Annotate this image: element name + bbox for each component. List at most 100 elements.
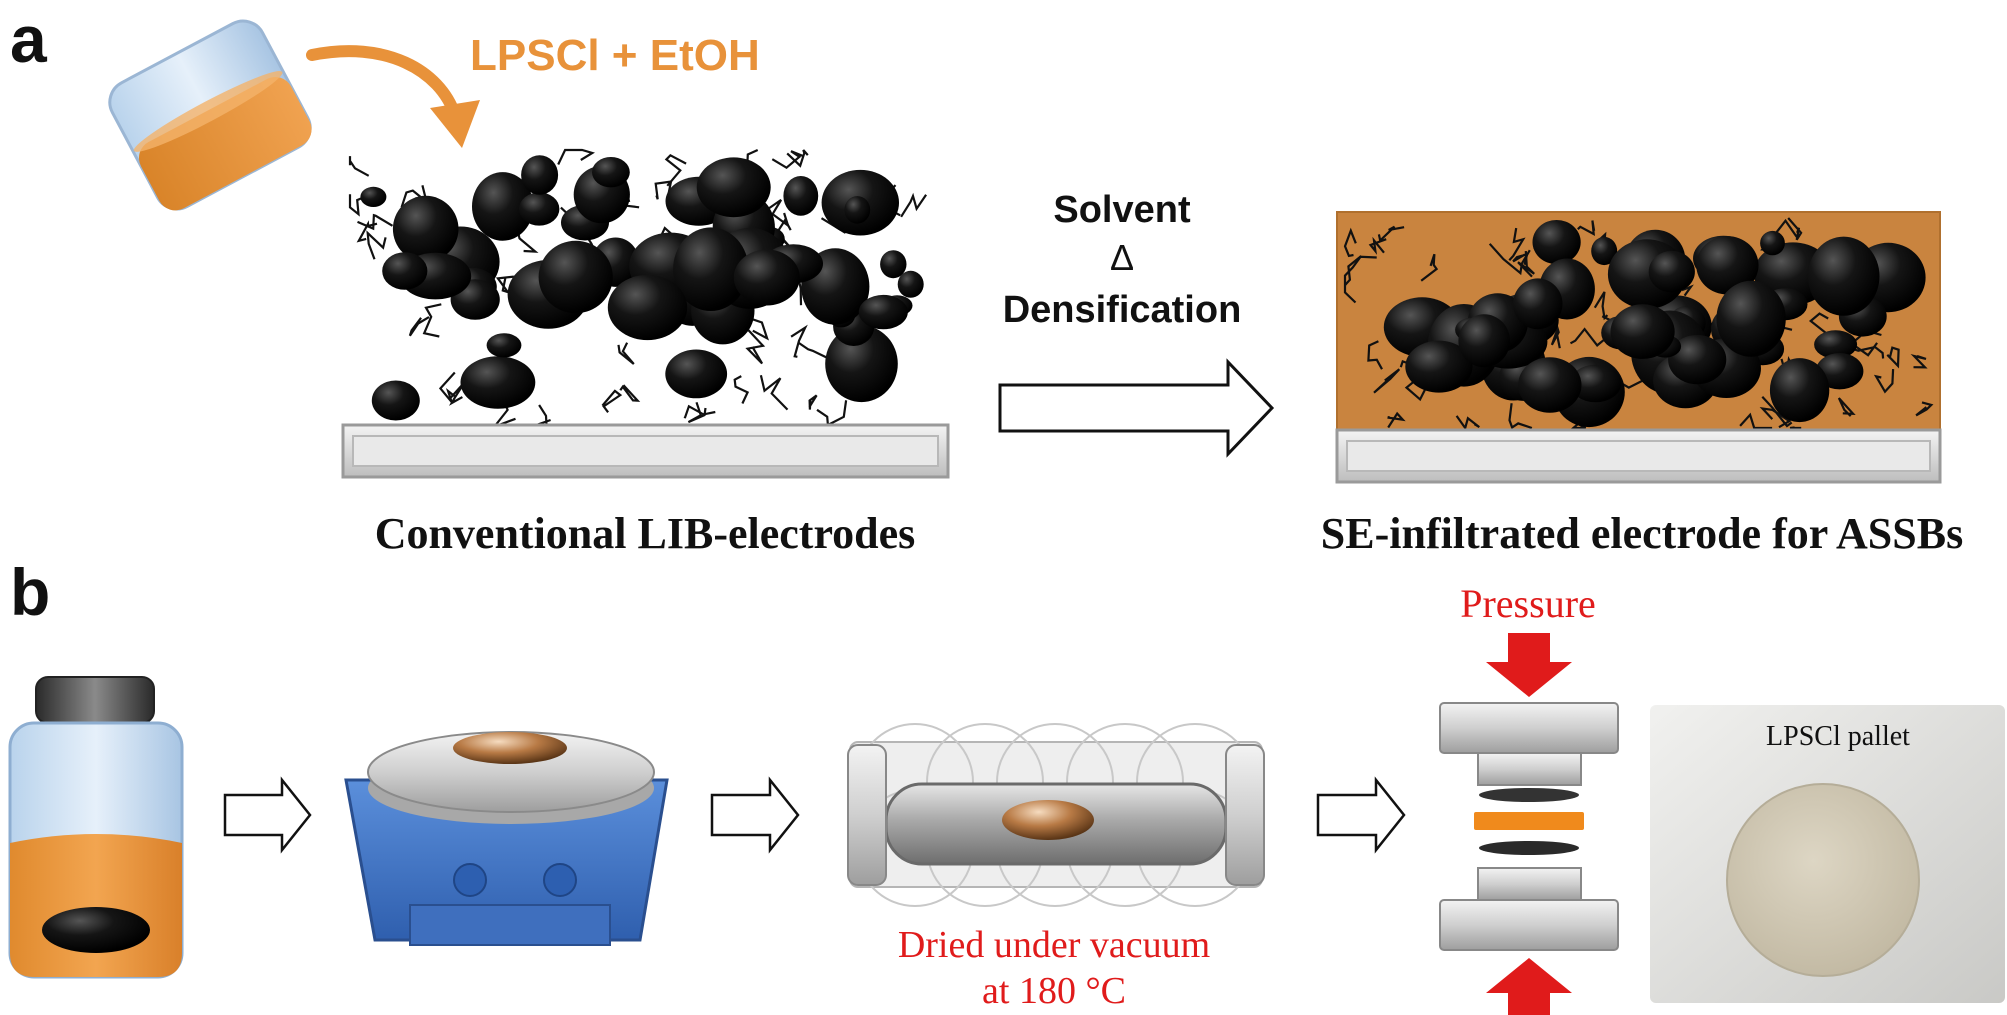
binder-strand [1455, 415, 1480, 431]
step-arrow-2-icon [710, 776, 800, 854]
binder-strand [1886, 346, 1900, 369]
binder-strand [535, 404, 551, 427]
active-particle [382, 252, 428, 290]
active-particle [858, 294, 908, 330]
binder-strand [1569, 327, 1605, 347]
left-caption: Conventional LIB-electrodes [375, 509, 916, 558]
binder-strand [1343, 227, 1357, 258]
binder-strand [1873, 369, 1895, 394]
binder-strand [1368, 236, 1387, 255]
active-particle [1648, 250, 1695, 293]
process-label-solvent: Solvent [1053, 189, 1191, 231]
active-particle [665, 349, 728, 399]
dry-label-line1: Dried under vacuum [898, 924, 1210, 966]
binder-strand [422, 303, 442, 338]
panel-a-letter: a [10, 2, 48, 76]
binder-strand [745, 329, 766, 365]
binder-strand [1837, 397, 1856, 417]
active-particle [1668, 335, 1727, 385]
process-arrow-icon [998, 358, 1275, 458]
step-arrow-3-icon [1316, 776, 1406, 854]
active-particle [1513, 278, 1563, 330]
active-particle [521, 155, 559, 195]
active-particle [1814, 330, 1858, 359]
binder-strand [790, 324, 808, 358]
binder-strand [1508, 403, 1533, 430]
binder-strand [1373, 368, 1401, 394]
binder-strand [448, 381, 466, 406]
step-arrow-1-icon [223, 776, 312, 854]
active-particle [392, 195, 459, 262]
binder-strand [1761, 395, 1793, 428]
active-particle [519, 192, 560, 226]
binder-strand [1915, 401, 1934, 417]
bottle-icon [8, 676, 184, 979]
binder-strand [1517, 251, 1535, 278]
binder-strand [900, 192, 928, 218]
active-particle [592, 157, 630, 188]
conventional-electrode [341, 148, 950, 479]
dry-label-line2: at 180 °C [982, 970, 1126, 1012]
binder-strand [683, 404, 716, 419]
binder-strand [654, 180, 673, 200]
active-particle [538, 240, 613, 314]
binder-strand [1910, 354, 1928, 369]
binder-strand [808, 394, 818, 410]
binder-strand [1344, 255, 1377, 286]
pellet-photo: LPSCl pallet [1650, 705, 2005, 1003]
binder-strand [1787, 217, 1803, 241]
binder-strand [557, 148, 595, 165]
active-particle [472, 172, 534, 241]
pouring-jar-icon [108, 19, 312, 211]
active-particle [897, 270, 924, 298]
binder-strand [1739, 412, 1773, 430]
active-particle [1716, 280, 1786, 357]
binder-strand [1789, 426, 1802, 430]
panel-b-letter: b [10, 555, 50, 629]
binder-strand [1420, 253, 1439, 282]
binder-strand [1377, 225, 1405, 243]
active-particle [1610, 304, 1675, 359]
binder-strand [408, 316, 430, 337]
process-label-densification: Densification [1003, 289, 1242, 331]
active-particle [1518, 357, 1582, 413]
binder-strand [771, 150, 804, 170]
process-label-delta: Δ [1110, 237, 1134, 278]
press-die-icon [1439, 702, 1619, 951]
pressure-arrow-up-icon [1486, 958, 1572, 1015]
active-particles [360, 155, 924, 421]
pour-arrowhead-icon [430, 100, 480, 148]
active-particle [360, 186, 387, 207]
right-caption: SE-infiltrated electrode for ASSBs [1321, 509, 1963, 558]
binder-strand [356, 220, 378, 243]
photo-label: LPSCl pallet [1766, 721, 1910, 752]
active-particles [1383, 220, 1926, 428]
active-particle [1696, 236, 1759, 295]
active-particle [1532, 220, 1581, 265]
active-particle [844, 196, 871, 224]
infiltrated-electrode [1335, 211, 1942, 484]
active-particle [607, 274, 688, 341]
active-particle [1405, 340, 1473, 393]
binder-strand [366, 230, 387, 260]
active-particle [486, 333, 522, 358]
binder-strand [765, 198, 791, 229]
active-particle [783, 176, 819, 216]
binder-strand [687, 401, 707, 424]
active-particle [880, 250, 907, 279]
active-particle [1591, 236, 1618, 266]
active-particle [1769, 358, 1830, 423]
pour-label: LPSCl + EtOH [470, 31, 760, 80]
active-particle [825, 325, 898, 403]
binder-strand [664, 153, 687, 187]
active-particle [673, 227, 749, 311]
active-particle [1760, 230, 1785, 256]
binder-strand [759, 374, 789, 411]
binder-strand [786, 149, 809, 168]
binder-strand [617, 342, 635, 365]
binder-strand [601, 389, 623, 413]
binder-strand [733, 375, 750, 404]
active-particle [733, 249, 800, 306]
binder-strand [619, 384, 641, 402]
